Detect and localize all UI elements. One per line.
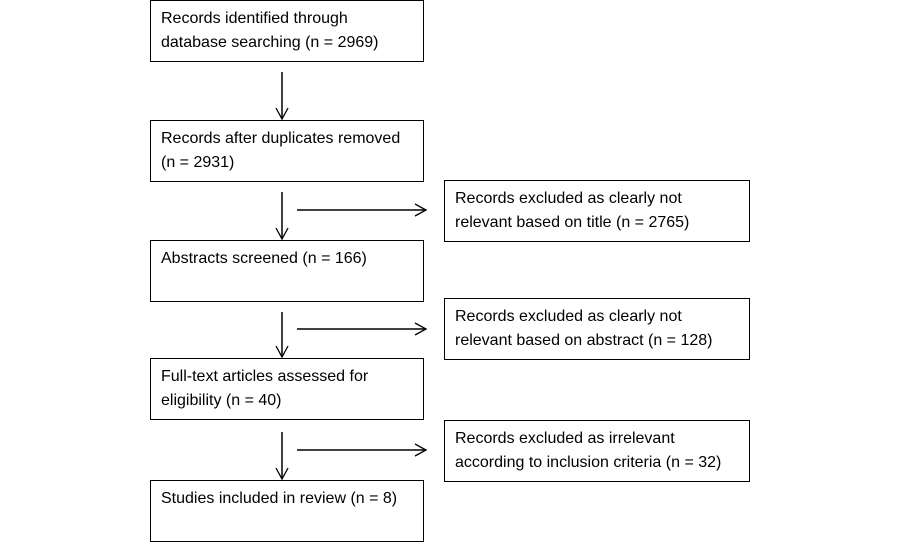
- box-excluded-title-text: Records excluded as clearly not relevant…: [455, 190, 690, 231]
- box-excluded-abstract-text: Records excluded as clearly not relevant…: [455, 308, 713, 349]
- box-abstracts-screened: Abstracts screened (n = 166): [150, 240, 424, 302]
- box-studies-included: Studies included in review (n = 8): [150, 480, 424, 542]
- box-records-identified-text: Records identified through database sear…: [161, 10, 379, 51]
- box-excluded-criteria-text: Records excluded as irrelevant according…: [455, 430, 722, 471]
- box-records-after-duplicates-text: Records after duplicates removed (n = 29…: [161, 130, 401, 171]
- box-records-after-duplicates: Records after duplicates removed (n = 29…: [150, 120, 424, 182]
- box-full-text-assessed-text: Full-text articles assessed for eligibil…: [161, 368, 369, 409]
- box-full-text-assessed: Full-text articles assessed for eligibil…: [150, 358, 424, 420]
- box-excluded-title: Records excluded as clearly not relevant…: [444, 180, 750, 242]
- box-studies-included-text: Studies included in review (n = 8): [161, 490, 398, 507]
- box-records-identified: Records identified through database sear…: [150, 0, 424, 62]
- box-abstracts-screened-text: Abstracts screened (n = 166): [161, 250, 367, 267]
- box-excluded-criteria: Records excluded as irrelevant according…: [444, 420, 750, 482]
- box-excluded-abstract: Records excluded as clearly not relevant…: [444, 298, 750, 360]
